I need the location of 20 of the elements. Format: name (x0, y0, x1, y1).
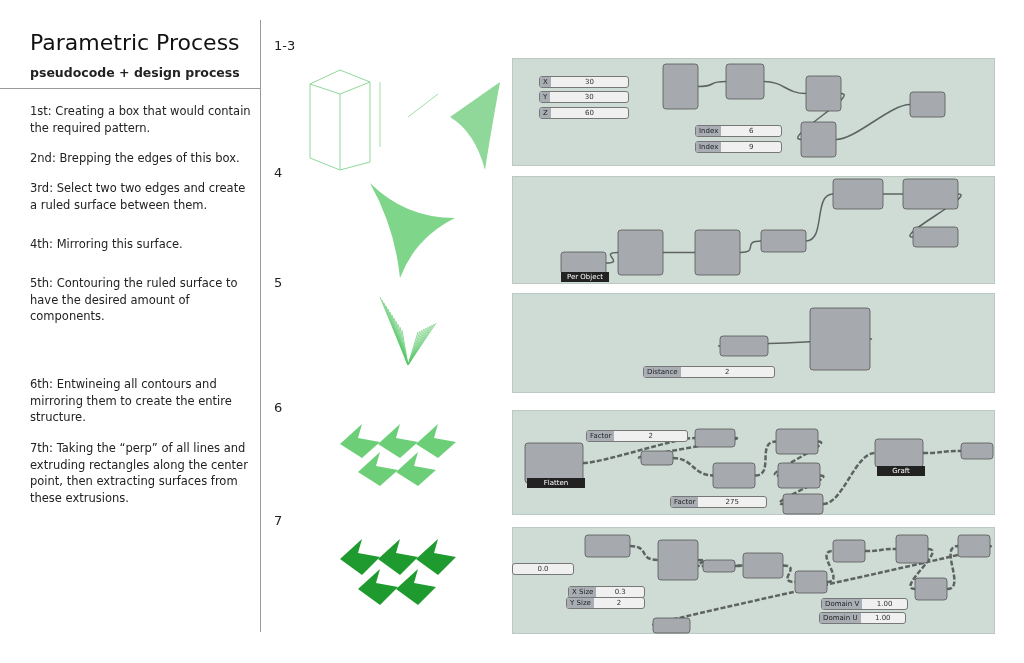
step-description: 3rd: Select two two edges and create a ruled surface between them. (30, 180, 247, 213)
step-description: 4th: Mirroring this surface. (30, 236, 184, 253)
step-description: 6th: Entwineing all contours and mirroring them to create the entire structure. (30, 376, 233, 426)
step-number: 5 (274, 275, 283, 290)
step-number: 4 (274, 165, 283, 180)
step-number: 6 (274, 400, 283, 415)
subtitle: pseudocode + design process (30, 65, 240, 80)
node-graph-screenshot (512, 176, 995, 284)
node-graph-screenshot (512, 410, 995, 515)
node-graph-screenshot (512, 527, 995, 634)
step-description: 2nd: Brepping the edges of this box. (30, 150, 241, 167)
step-description: 1st: Creating a box that would contain the required pattern. (30, 103, 252, 136)
node-graph-screenshot (512, 58, 995, 166)
step-description: 5th: Contouring the ruled surface to have the desired amount of components. (30, 275, 239, 325)
step-number: 7 (274, 513, 283, 528)
node-graph-screenshot (512, 293, 995, 393)
geometry-drawing (378, 295, 438, 367)
step-description: 7th: Taking the “perp” of all lines and extruding rectangles along the center point, then extracting surfaces from these extrusions. (30, 440, 249, 506)
step-number: 1-3 (274, 38, 296, 53)
page-title: Parametric Process (30, 30, 240, 55)
